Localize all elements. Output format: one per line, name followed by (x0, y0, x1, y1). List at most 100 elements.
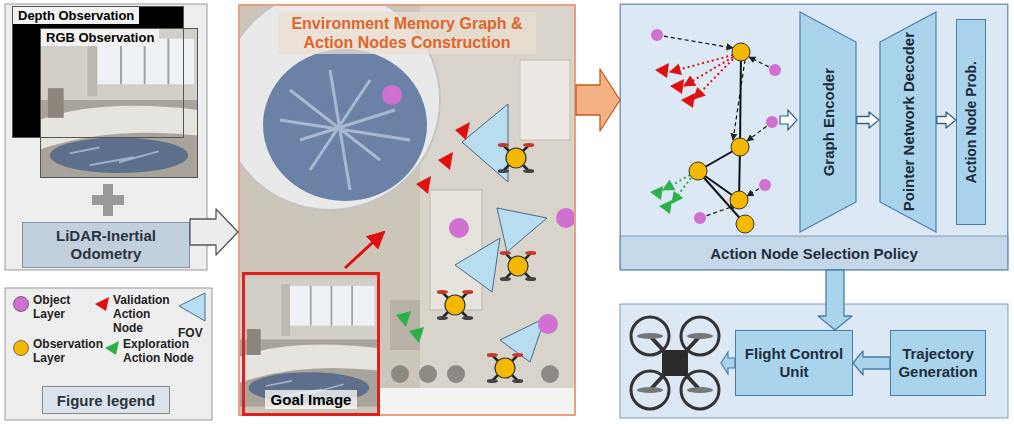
swatch-fov (179, 293, 205, 321)
node-text: Graph Encoder (820, 68, 837, 176)
drawing-rect (620, 304, 1008, 418)
legend-text: Exploration Action Node (123, 337, 201, 365)
control-panel (620, 304, 1008, 418)
drawing-circle (732, 43, 750, 61)
drawing-circle (391, 365, 409, 383)
flow-arrow (576, 69, 620, 131)
drawing-rect (380, 388, 576, 416)
drawing-ellipse (263, 49, 427, 201)
drawing-polygon (396, 311, 411, 327)
drawing-use (486, 353, 524, 383)
drawing-polygon (455, 238, 500, 292)
drawing-line (650, 336, 700, 390)
drawing-rect (420, 4, 576, 416)
drawing-rect (103, 184, 113, 216)
graph-illustration (650, 29, 797, 233)
swatch-circle (14, 297, 29, 312)
legend-text: Object Layer (33, 293, 85, 321)
drawing-circle (689, 162, 707, 180)
legend-swatch (12, 295, 30, 313)
drawing-polygon (780, 110, 797, 130)
depth-image: Depth Observation (12, 6, 184, 138)
decoder-block: Pointer Network Decoder (879, 11, 937, 233)
drawing-use (240, 277, 378, 406)
drawing-rect (620, 236, 1008, 270)
flow-arrow (937, 112, 956, 128)
node-text: Pointer Network Decoder (900, 32, 917, 211)
drawing-circle (694, 212, 706, 224)
drawing-circle (766, 116, 778, 128)
drawing-use (499, 251, 537, 281)
drawing-polygon (659, 200, 672, 214)
drawing-circle (681, 371, 719, 409)
drawing-circle (449, 218, 469, 238)
control-box: Flight Control Unit (735, 330, 853, 396)
legend-swatch (104, 340, 120, 356)
drawing-line (733, 60, 745, 140)
drawing-polygon (497, 208, 547, 252)
drawing-polygon (650, 186, 663, 200)
input-panel (5, 4, 207, 270)
drawing-ellipse (687, 333, 713, 339)
drawing-circle (651, 29, 663, 41)
swatch-circle (14, 341, 29, 356)
node-text: Trajectory Generation (891, 345, 985, 381)
legend-swatch (94, 296, 110, 312)
drawing-polygon (681, 93, 695, 108)
legend-panel (5, 288, 212, 420)
drawing-circle (556, 208, 576, 228)
drawing-polygon (670, 79, 684, 94)
drawing-circle (538, 314, 558, 334)
drawing-use (436, 290, 474, 320)
goal-image: Goal Image (242, 272, 380, 416)
encoder-block: Graph Encoder (799, 11, 857, 233)
drawing-line (672, 178, 691, 203)
drawing-circle (382, 85, 402, 105)
drawing-use (497, 143, 535, 173)
map-illustration (238, 4, 576, 416)
flow-arrow (857, 112, 879, 128)
drawing-circle (419, 365, 437, 383)
drawing-rect (662, 350, 688, 376)
legend-title: Figure legend (42, 386, 170, 414)
legend-text: Observation Layer (33, 337, 109, 365)
drawing-circle (681, 317, 719, 355)
swatch-triangle (105, 341, 119, 355)
drawing-line (657, 35, 733, 48)
rgb-image: RGB Observation (40, 28, 198, 178)
drawing-line (740, 52, 741, 147)
drawing-polygon (409, 327, 424, 343)
drawing-line (684, 57, 733, 86)
drawing-circle (541, 365, 559, 383)
node-text: Depth Observation (13, 7, 139, 24)
node-text: Action Node Prob. (963, 61, 979, 183)
trapezoid-shape (880, 12, 936, 232)
drawing-polygon (416, 176, 431, 194)
drawing-polygon (438, 152, 453, 170)
policy-panel (620, 4, 1008, 270)
policy-panel: Action Node Selection PolicyGraph Encode… (620, 4, 1008, 270)
drawing-rect (520, 60, 570, 140)
drawing-path (280, 70, 410, 190)
drawing-polygon (655, 63, 669, 78)
legend-text: Validation Action Node (113, 293, 179, 335)
drawing-circle (769, 64, 781, 76)
drawing-circle (631, 371, 669, 409)
legend-swatch (12, 339, 30, 357)
drawing-rect (5, 4, 207, 270)
drawing-line (650, 336, 700, 390)
odometry-box: LiDAR-Inertial Odometry (22, 222, 190, 268)
drawing-rect (390, 300, 420, 350)
drawing-line (663, 175, 690, 190)
trapezoid-shape (800, 12, 856, 232)
legend-swatch (178, 292, 206, 322)
drawing-ellipse (637, 333, 663, 339)
drawing-rect (5, 288, 212, 420)
drawing-ellipse (637, 387, 663, 393)
node-text: Flight Control Unit (736, 345, 852, 381)
node-text: LiDAR-Inertial Odometry (23, 227, 189, 263)
drawing-circle (736, 215, 754, 233)
trajectory-box: Trajectory Generation (890, 330, 986, 396)
drawing-circle (447, 365, 465, 383)
